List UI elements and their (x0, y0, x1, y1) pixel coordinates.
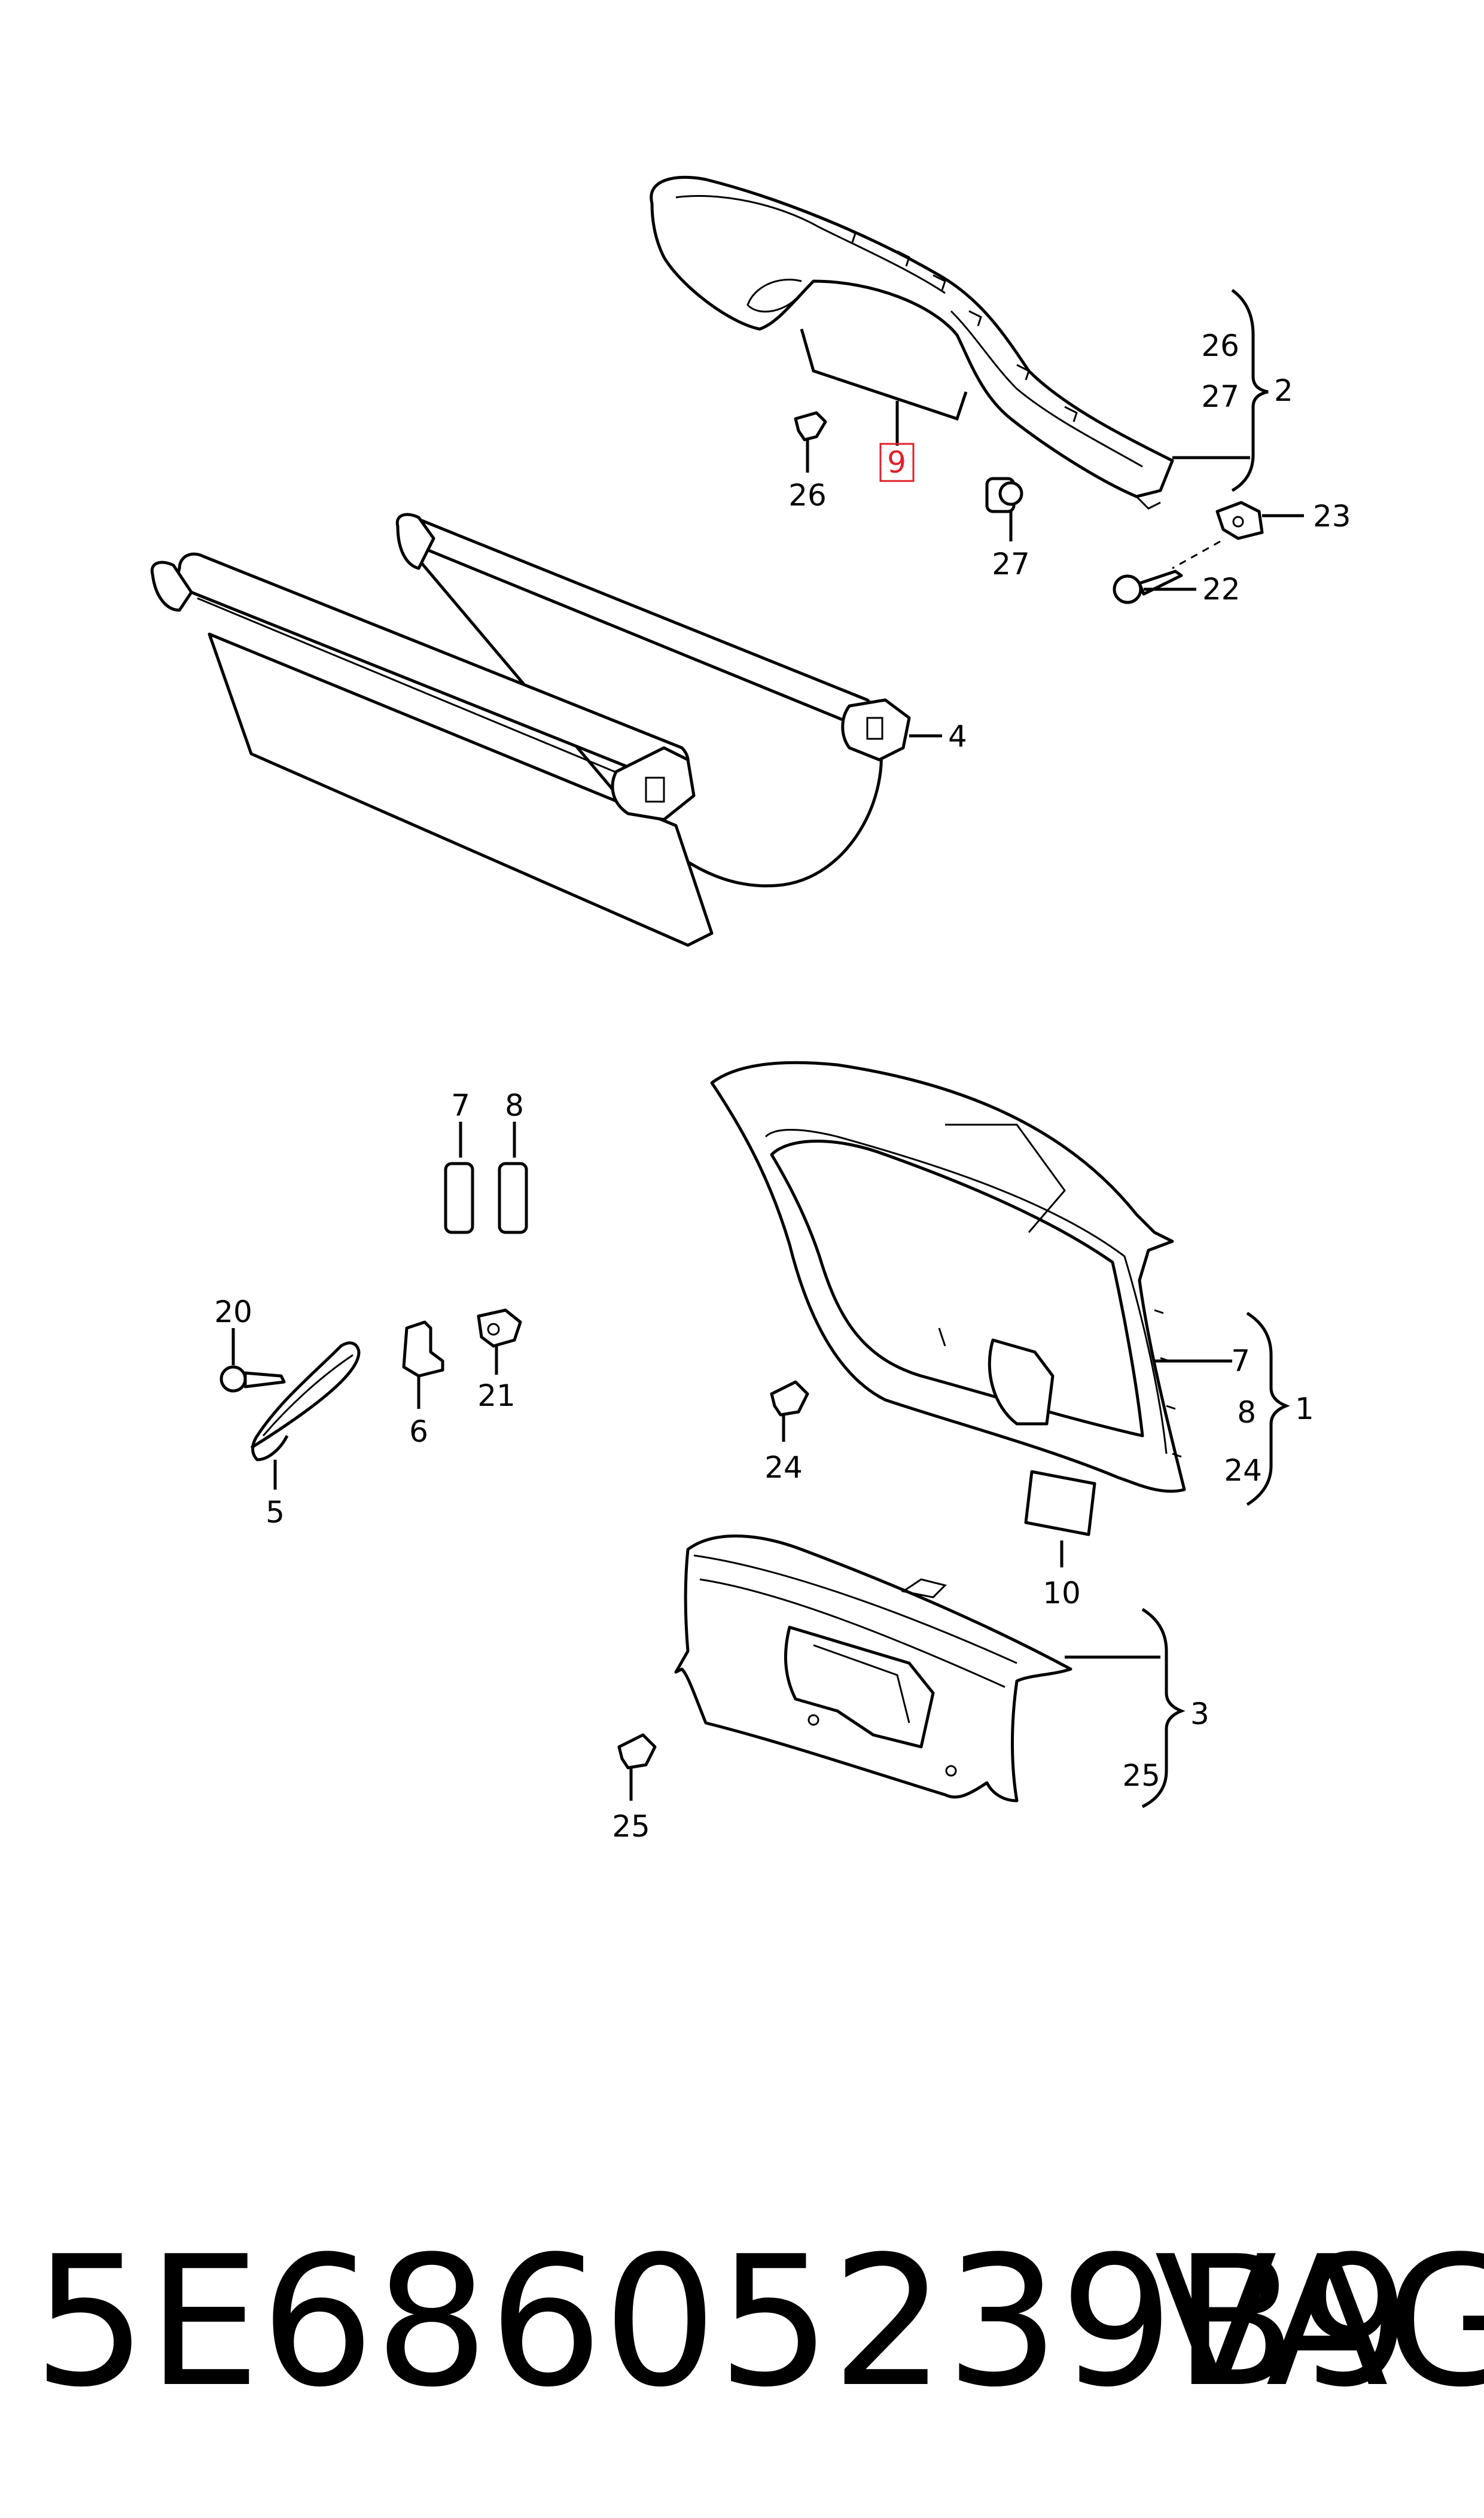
callout-22: 22 (1202, 572, 1241, 607)
callout-2: 2 (1274, 373, 1293, 408)
part-1-tailgate-trim (710, 1061, 1186, 1493)
bracket-3 (1141, 1607, 1186, 1808)
part-5-strap (250, 1341, 361, 1462)
callout-26-clip: 26 (788, 478, 827, 513)
callout-25-clip: 25 (612, 1809, 650, 1844)
part-24-clip (770, 1380, 809, 1417)
bracket-1 (1246, 1311, 1290, 1506)
callout-7-pad: 7 (451, 1088, 470, 1123)
callout-10: 10 (1043, 1576, 1081, 1610)
highlight-box-9 (879, 443, 915, 482)
part-22-screw (1113, 570, 1183, 604)
part-10-sticker (1024, 1470, 1096, 1536)
part-6-bracket (402, 1320, 444, 1378)
part-23-clip-nut (1215, 501, 1264, 540)
callout-8-pad: 8 (505, 1088, 524, 1123)
callout-27-fastener: 27 (992, 547, 1030, 581)
callout-21: 21 (477, 1378, 516, 1413)
callout-26-bracket: 26 (1201, 328, 1239, 363)
callout-1: 1 (1295, 1392, 1314, 1426)
part-2-upper-trim-frame (650, 175, 1174, 510)
part-25-clip (617, 1733, 657, 1770)
callout-4: 4 (948, 719, 967, 754)
callout-7-trim: 7 (1231, 1344, 1250, 1378)
part-3-lower-trim (674, 1534, 1072, 1803)
callout-8-trim: 8 (1237, 1395, 1256, 1430)
callout-27-bracket: 27 (1201, 379, 1239, 414)
callout-25-bracket: 25 (1122, 1758, 1160, 1793)
callout-9: 9 (887, 445, 906, 480)
part-number: 5E68605239B9 (33, 2218, 1411, 2426)
part-26-clip (794, 411, 827, 442)
callout-5: 5 (266, 1495, 285, 1530)
callout-20: 20 (214, 1295, 252, 1329)
callout-6: 6 (409, 1414, 428, 1449)
callout-24-trim: 24 (1224, 1453, 1262, 1488)
part-8-pad (498, 1162, 528, 1234)
callout-23: 23 (1313, 499, 1351, 534)
part-7-pad (444, 1162, 474, 1234)
part-9-seal (800, 328, 968, 421)
part-27-fastener (985, 477, 1023, 513)
callout-24-clip: 24 (764, 1450, 803, 1485)
part-20-screw (220, 1365, 286, 1393)
bracket-2 (1231, 288, 1269, 492)
callout-3: 3 (1190, 1697, 1209, 1731)
part-4-luggage-cover (150, 513, 911, 947)
part-21-clip (477, 1308, 522, 1348)
brand-name: VAG (1154, 2218, 1484, 2426)
